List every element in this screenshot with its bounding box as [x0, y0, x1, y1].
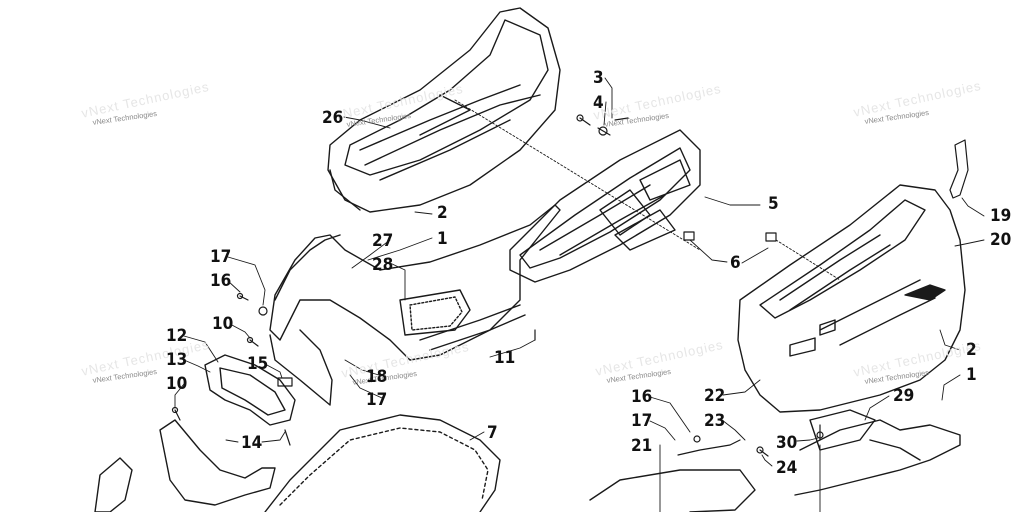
- part-callout-30: 30: [776, 433, 798, 453]
- part-callout-21: 21: [631, 436, 653, 456]
- part-callout-17: 17: [210, 247, 232, 267]
- part-callout-16: 16: [631, 387, 653, 407]
- part-callout-23: 23: [704, 411, 726, 431]
- part-callout-20: 20: [990, 230, 1012, 250]
- part-callout-19: 19: [990, 206, 1012, 226]
- part-callout-7: 7: [487, 423, 498, 443]
- part-callout-29: 29: [893, 386, 915, 406]
- part-callout-22: 22: [704, 386, 726, 406]
- side-panel-center: [509, 129, 701, 283]
- part-callout-17: 17: [366, 390, 388, 410]
- part-callout-11: 11: [494, 348, 516, 368]
- part-callout-10: 10: [166, 374, 188, 394]
- part-callout-24: 24: [776, 458, 798, 478]
- part-callout-13: 13: [166, 350, 188, 370]
- hardware: [171, 114, 969, 457]
- part-callout-2: 2: [966, 340, 977, 360]
- lower-left-pieces: [94, 354, 296, 512]
- leader-lines: [174, 77, 985, 512]
- part-callout-14: 14: [241, 433, 263, 453]
- part-callout-12: 12: [166, 326, 188, 346]
- part-callout-28: 28: [372, 255, 394, 275]
- hood-panel-right: [737, 184, 966, 413]
- part-callout-10: 10: [212, 314, 234, 334]
- part-callout-15: 15: [247, 354, 269, 374]
- part-callout-16: 16: [210, 271, 232, 291]
- part-callout-1: 1: [437, 229, 448, 249]
- lower-right-pieces: [589, 409, 961, 512]
- part-callout-1: 1: [966, 365, 977, 385]
- part-callout-17: 17: [631, 411, 653, 431]
- part-callout-26: 26: [322, 108, 344, 128]
- part-callout-6: 6: [730, 253, 741, 273]
- part-callout-3: 3: [593, 68, 604, 88]
- bellypan-left: [269, 204, 561, 406]
- part-callout-18: 18: [366, 367, 388, 387]
- hood-panel-left: [327, 7, 561, 213]
- part-callout-27: 27: [372, 231, 394, 251]
- part-callout-5: 5: [768, 194, 779, 214]
- skid-plate: [264, 414, 501, 512]
- part-callout-2: 2: [437, 203, 448, 223]
- part-callout-4: 4: [593, 93, 604, 113]
